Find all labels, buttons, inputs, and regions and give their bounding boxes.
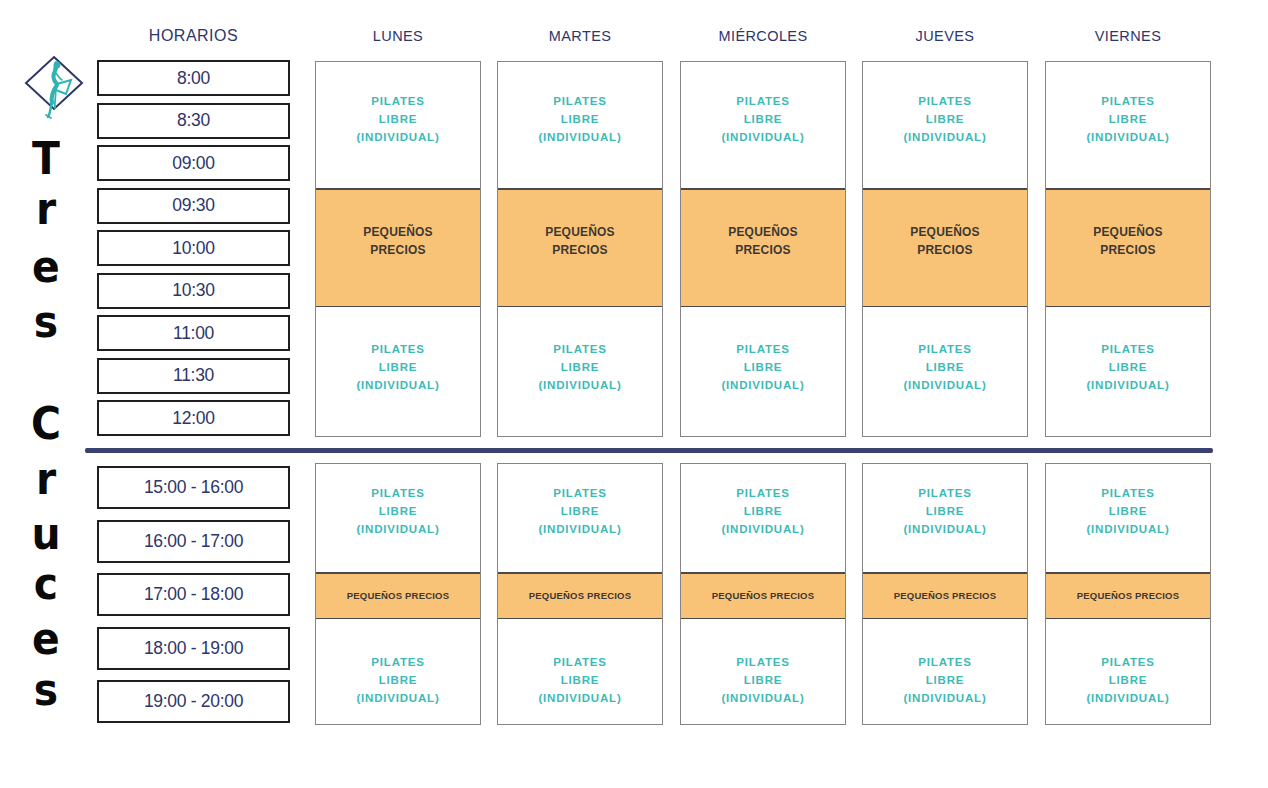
- pilates-block: PILATESLIBRE(INDIVIDUAL): [681, 464, 845, 572]
- brand-letter: c: [22, 559, 70, 609]
- pilates-block: PILATESLIBRE(INDIVIDUAL): [316, 464, 480, 572]
- day-column-morning: PILATESLIBRE(INDIVIDUAL)PEQUEÑOSPRECIOSP…: [862, 61, 1028, 437]
- pilates-block: PILATESLIBRE(INDIVIDUAL): [863, 464, 1027, 572]
- day-header: LUNES: [315, 28, 481, 44]
- horarios-title: HORARIOS: [97, 27, 290, 45]
- time-slot: 19:00 - 20:00: [97, 680, 290, 723]
- pilates-block: PILATESLIBRE(INDIVIDUAL): [316, 619, 480, 725]
- brand-letter: r: [22, 184, 70, 234]
- day-header: MARTES: [497, 28, 663, 44]
- pilates-block: PILATESLIBRE(INDIVIDUAL): [1046, 307, 1210, 437]
- day-header: MIÉRCOLES: [680, 28, 846, 44]
- pilates-block: PILATESLIBRE(INDIVIDUAL): [498, 464, 662, 572]
- pilates-block: PILATESLIBRE(INDIVIDUAL): [863, 62, 1027, 188]
- section-divider: [85, 448, 1213, 453]
- brand-letter: e: [22, 242, 70, 292]
- day-column-afternoon: PILATESLIBRE(INDIVIDUAL)PEQUEÑOS PRECIOS…: [862, 463, 1028, 725]
- pequenos-precios-block: PEQUEÑOSPRECIOS: [681, 188, 845, 307]
- pequenos-precios-block: PEQUEÑOS PRECIOS: [1046, 572, 1210, 619]
- brand-letter: s: [22, 665, 70, 715]
- studio-logo: [20, 50, 88, 122]
- pequenos-precios-block: PEQUEÑOSPRECIOS: [1046, 188, 1210, 307]
- pilates-block: PILATESLIBRE(INDIVIDUAL): [863, 307, 1027, 437]
- pilates-block: PILATESLIBRE(INDIVIDUAL): [1046, 464, 1210, 572]
- pilates-block: PILATESLIBRE(INDIVIDUAL): [1046, 619, 1210, 725]
- day-column-afternoon: PILATESLIBRE(INDIVIDUAL)PEQUEÑOS PRECIOS…: [315, 463, 481, 725]
- time-slot: 15:00 - 16:00: [97, 466, 290, 509]
- pequenos-precios-block: PEQUEÑOS PRECIOS: [498, 572, 662, 619]
- time-slot: 8:00: [97, 60, 290, 96]
- time-slot: 10:00: [97, 230, 290, 266]
- pilates-block: PILATESLIBRE(INDIVIDUAL): [498, 62, 662, 188]
- pequenos-precios-block: PEQUEÑOS PRECIOS: [863, 572, 1027, 619]
- pilates-block: PILATESLIBRE(INDIVIDUAL): [316, 62, 480, 188]
- pilates-block: PILATESLIBRE(INDIVIDUAL): [498, 307, 662, 437]
- pilates-block: PILATESLIBRE(INDIVIDUAL): [498, 619, 662, 725]
- pilates-block: PILATESLIBRE(INDIVIDUAL): [681, 62, 845, 188]
- day-column-morning: PILATESLIBRE(INDIVIDUAL)PEQUEÑOSPRECIOSP…: [497, 61, 663, 437]
- brand-letter: T: [22, 134, 70, 184]
- time-slot: 11:30: [97, 358, 290, 394]
- time-slot: 11:00: [97, 315, 290, 351]
- time-slot: 8:30: [97, 103, 290, 139]
- pilates-block: PILATESLIBRE(INDIVIDUAL): [681, 619, 845, 725]
- pequenos-precios-block: PEQUEÑOSPRECIOS: [498, 188, 662, 307]
- pequenos-precios-block: PEQUEÑOSPRECIOS: [316, 188, 480, 307]
- day-header: VIERNES: [1045, 28, 1211, 44]
- day-header: JUEVES: [862, 28, 1028, 44]
- time-slot: 16:00 - 17:00: [97, 520, 290, 563]
- pequenos-precios-block: PEQUEÑOS PRECIOS: [681, 572, 845, 619]
- brand-letter: r: [22, 454, 70, 504]
- day-column-afternoon: PILATESLIBRE(INDIVIDUAL)PEQUEÑOS PRECIOS…: [1045, 463, 1211, 725]
- pilates-block: PILATESLIBRE(INDIVIDUAL): [863, 619, 1027, 725]
- pilates-block: PILATESLIBRE(INDIVIDUAL): [1046, 62, 1210, 188]
- time-slot: 10:30: [97, 273, 290, 309]
- time-slot: 09:30: [97, 188, 290, 224]
- pilates-block: PILATESLIBRE(INDIVIDUAL): [681, 307, 845, 437]
- time-slot: 18:00 - 19:00: [97, 627, 290, 670]
- day-column-morning: PILATESLIBRE(INDIVIDUAL)PEQUEÑOSPRECIOSP…: [1045, 61, 1211, 437]
- day-column-morning: PILATESLIBRE(INDIVIDUAL)PEQUEÑOSPRECIOSP…: [680, 61, 846, 437]
- brand-letter: u: [22, 509, 70, 559]
- time-slot: 09:00: [97, 145, 290, 181]
- time-slot: 17:00 - 18:00: [97, 573, 290, 616]
- day-column-afternoon: PILATESLIBRE(INDIVIDUAL)PEQUEÑOS PRECIOS…: [497, 463, 663, 725]
- brand-letter: C: [22, 399, 70, 449]
- time-slot: 12:00: [97, 400, 290, 436]
- day-column-morning: PILATESLIBRE(INDIVIDUAL)PEQUEÑOSPRECIOSP…: [315, 61, 481, 437]
- day-column-afternoon: PILATESLIBRE(INDIVIDUAL)PEQUEÑOS PRECIOS…: [680, 463, 846, 725]
- pequenos-precios-block: PEQUEÑOSPRECIOS: [863, 188, 1027, 307]
- pilates-block: PILATESLIBRE(INDIVIDUAL): [316, 307, 480, 437]
- brand-letter: s: [22, 297, 70, 347]
- pequenos-precios-block: PEQUEÑOS PRECIOS: [316, 572, 480, 619]
- brand-letter: e: [22, 614, 70, 664]
